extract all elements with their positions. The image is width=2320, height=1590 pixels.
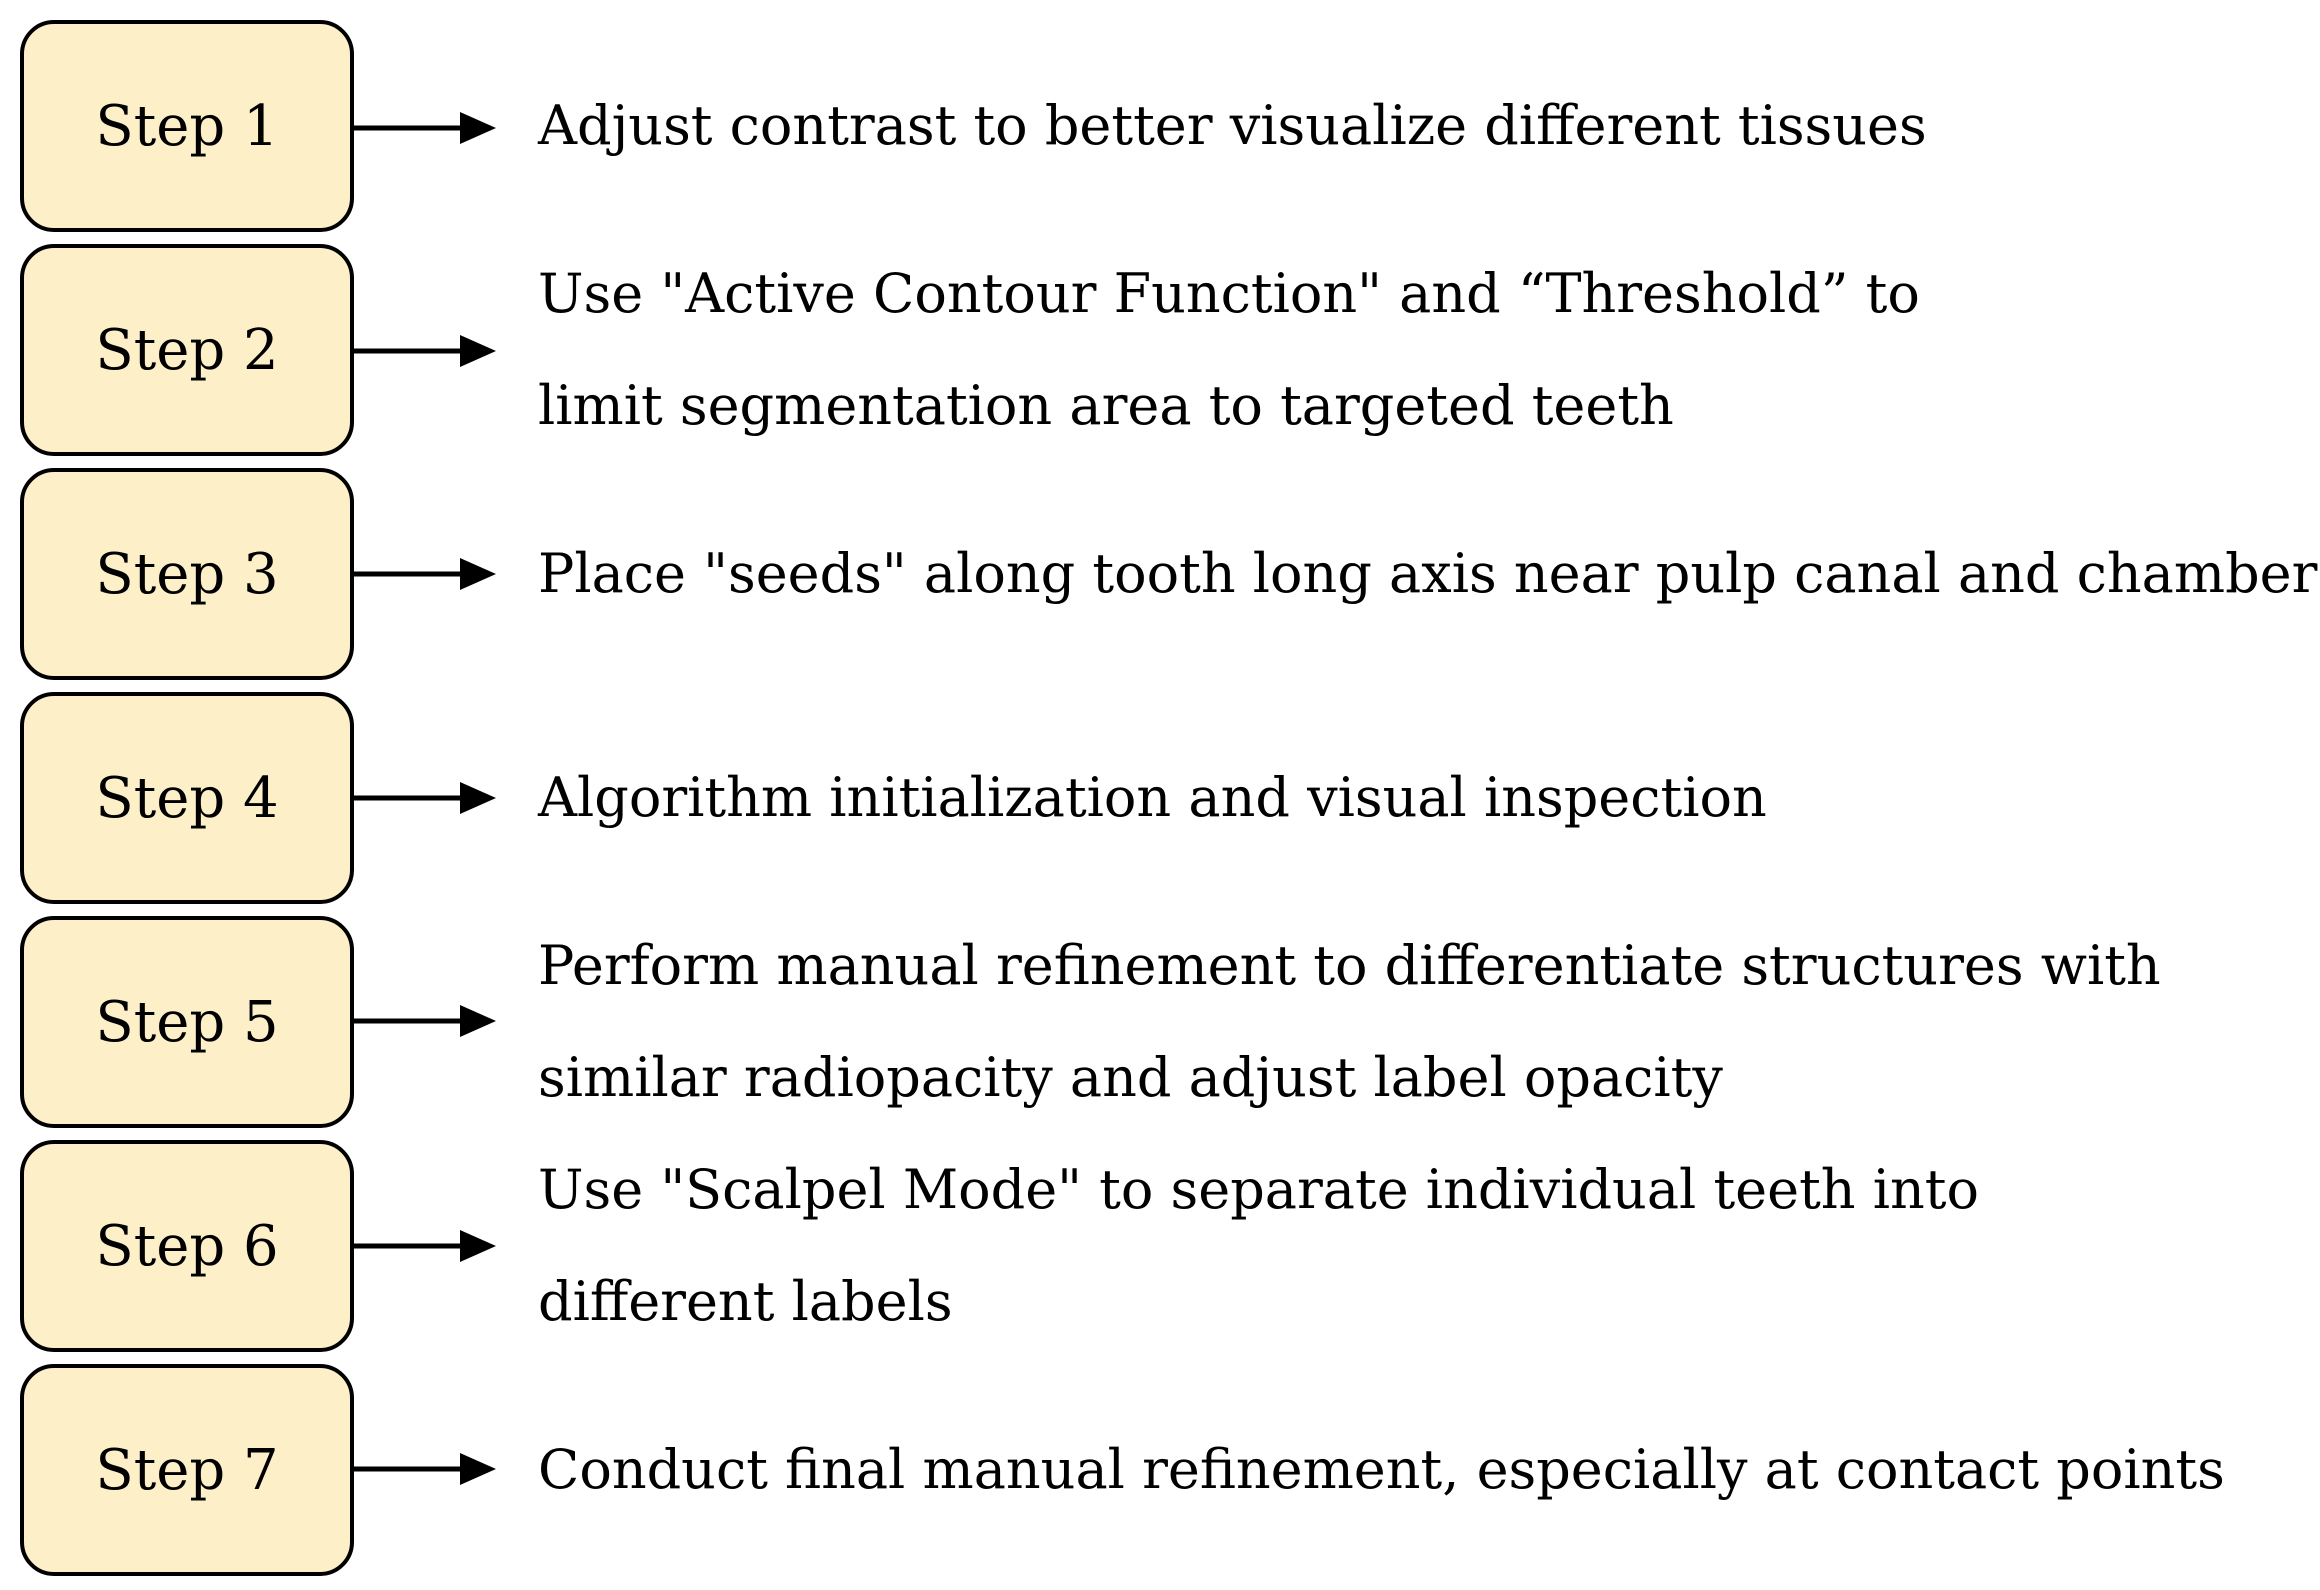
step-label-6: Step 6	[95, 1213, 279, 1279]
step-box-1: Step 1	[20, 20, 354, 232]
step-description-3: Place "seeds" along tooth long axis near…	[538, 462, 2318, 686]
step-description-line: different labels	[538, 1270, 953, 1333]
step-description-line: Place "seeds" along tooth long axis near…	[538, 542, 2318, 605]
step-label-4: Step 4	[95, 765, 279, 831]
step-label-2: Step 2	[95, 317, 279, 383]
step-box-3: Step 3	[20, 468, 354, 680]
step-box-7: Step 7	[20, 1364, 354, 1576]
step-description-line: Use "Active Contour Function" and “Thres…	[538, 262, 1920, 325]
step-description-line: Use "Scalpel Mode" to separate individua…	[538, 1158, 1979, 1221]
step-description-4: Algorithm initialization and visual insp…	[538, 686, 2314, 910]
arrow-icon	[354, 782, 496, 814]
step-description-7: Conduct final manual refinement, especia…	[538, 1358, 2314, 1582]
step-description-1: Adjust contrast to better visualize diff…	[538, 14, 2314, 238]
arrow-icon	[354, 1005, 496, 1037]
step-description-line: limit segmentation area to targeted teet…	[538, 374, 1674, 437]
step-box-5: Step 5	[20, 916, 354, 1128]
step-description-line: Adjust contrast to better visualize diff…	[538, 94, 1927, 157]
step-description-5: Perform manual refinement to differentia…	[538, 910, 2314, 1134]
step-label-1: Step 1	[95, 93, 279, 159]
step-label-5: Step 5	[95, 989, 279, 1055]
arrow-icon	[354, 1453, 496, 1485]
step-description-line: similar radiopacity and adjust label opa…	[538, 1046, 1723, 1109]
arrow-icon	[354, 558, 496, 590]
step-description-2: Use "Active Contour Function" and “Thres…	[538, 238, 2314, 462]
arrow-icon	[354, 112, 496, 144]
step-box-2: Step 2	[20, 244, 354, 456]
step-description-line: Algorithm initialization and visual insp…	[538, 766, 1767, 829]
arrow-icon	[354, 1230, 496, 1262]
step-description-6: Use "Scalpel Mode" to separate individua…	[538, 1134, 2314, 1358]
arrow-icon	[354, 335, 496, 367]
step-label-7: Step 7	[95, 1437, 279, 1503]
step-label-3: Step 3	[95, 541, 279, 607]
step-description-line: Conduct final manual refinement, especia…	[538, 1438, 2225, 1501]
step-description-line: Perform manual refinement to differentia…	[538, 934, 2161, 997]
step-box-6: Step 6	[20, 1140, 354, 1352]
step-box-4: Step 4	[20, 692, 354, 904]
